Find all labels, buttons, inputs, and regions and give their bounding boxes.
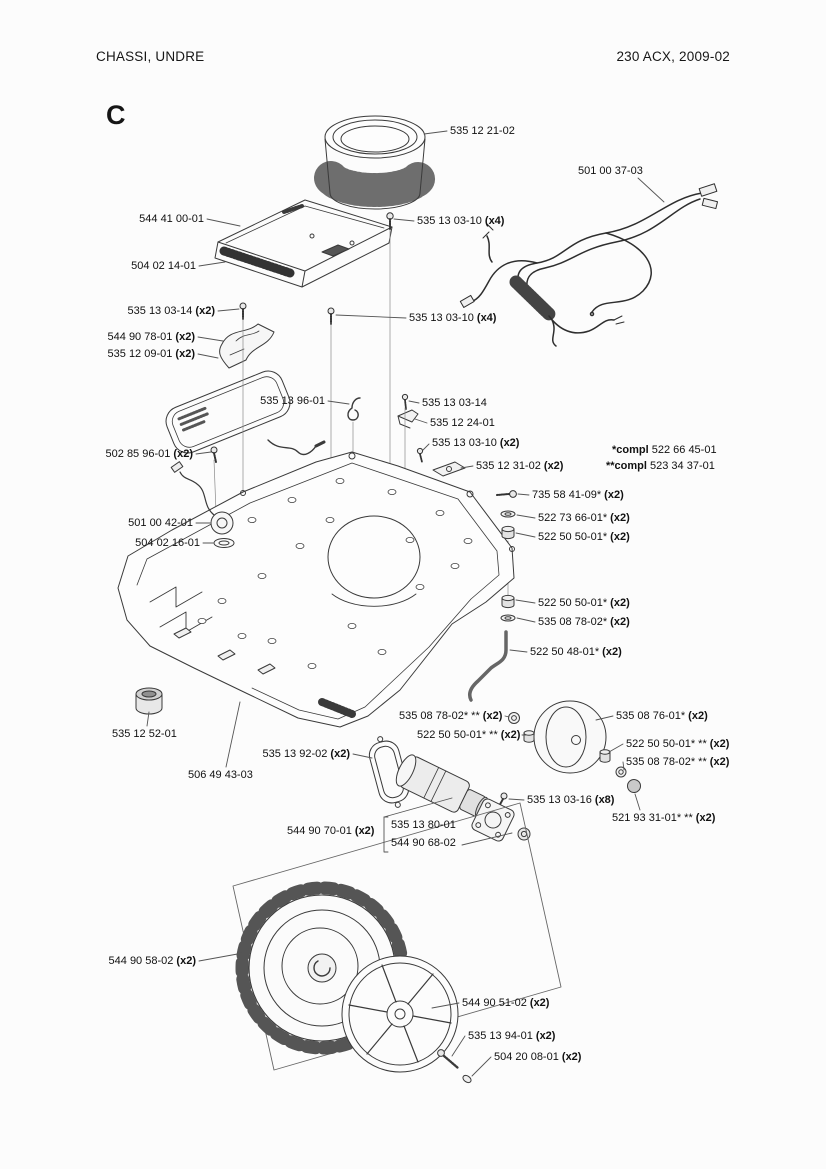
pcb-drawing [214,199,393,288]
leader-line [595,715,614,721]
chassis-drawing [117,451,515,728]
motor-drawing [395,754,531,842]
leader-line [408,400,420,404]
leader-line [460,465,474,469]
leader-line [508,798,525,801]
hub-disc-drawing [533,700,641,793]
leader-line [622,761,625,771]
leader-line [461,832,513,846]
leader-line [471,1056,492,1077]
leader-line [335,314,407,319]
leader-line [608,743,624,753]
leader-line [634,793,641,811]
small-cylinder-drawing [135,687,163,715]
leader-line [431,1002,460,1009]
speaker-drawing [170,461,235,548]
wiring-harness-drawing [459,183,719,347]
leader-line [423,130,448,135]
leader-line [217,308,240,312]
fastener-stack-drawing [467,510,516,702]
document-title: CHASSI, UNDRE [96,49,205,64]
leader-line [451,1035,466,1057]
leader-line [197,353,219,359]
clip-drawing [397,409,466,477]
leader-line [515,532,536,538]
leader-line [327,400,350,405]
top-cover-drawing [314,115,436,210]
leader-line [414,418,428,424]
leader-line [517,493,530,496]
leader-line [504,715,510,718]
battery-cable-drawing [267,439,326,456]
battery-drawing [165,370,291,454]
label-bracket [383,797,453,853]
leader-line [198,952,244,962]
leader-line [516,514,536,519]
leader-line [637,177,665,203]
leader-line [515,599,536,604]
hook-drawing [347,397,361,421]
page-header: CHASSI, UNDRE 230 ACX, 2009-02 [96,49,730,64]
leader-line [422,443,430,451]
leader-line [509,649,528,653]
leader-line [352,753,373,759]
leader-line [146,711,150,727]
washer-pair-drawing [508,712,535,743]
leader-line [197,336,224,342]
cover-screw-drawing [437,1049,472,1084]
leader-line [225,701,241,768]
leader-line [198,261,226,267]
leader-line [195,451,212,455]
document-ref: 230 ACX, 2009-02 [616,49,730,64]
leader-line [206,218,241,227]
leader-line [516,617,536,623]
leader-line [393,218,415,222]
alignment-lines [213,229,509,596]
screw-icons [210,212,517,809]
bracket-drawing [219,323,275,369]
section-letter: C [106,100,126,130]
leader-lines [146,130,665,1077]
wheel-cover-drawing [341,955,459,1073]
